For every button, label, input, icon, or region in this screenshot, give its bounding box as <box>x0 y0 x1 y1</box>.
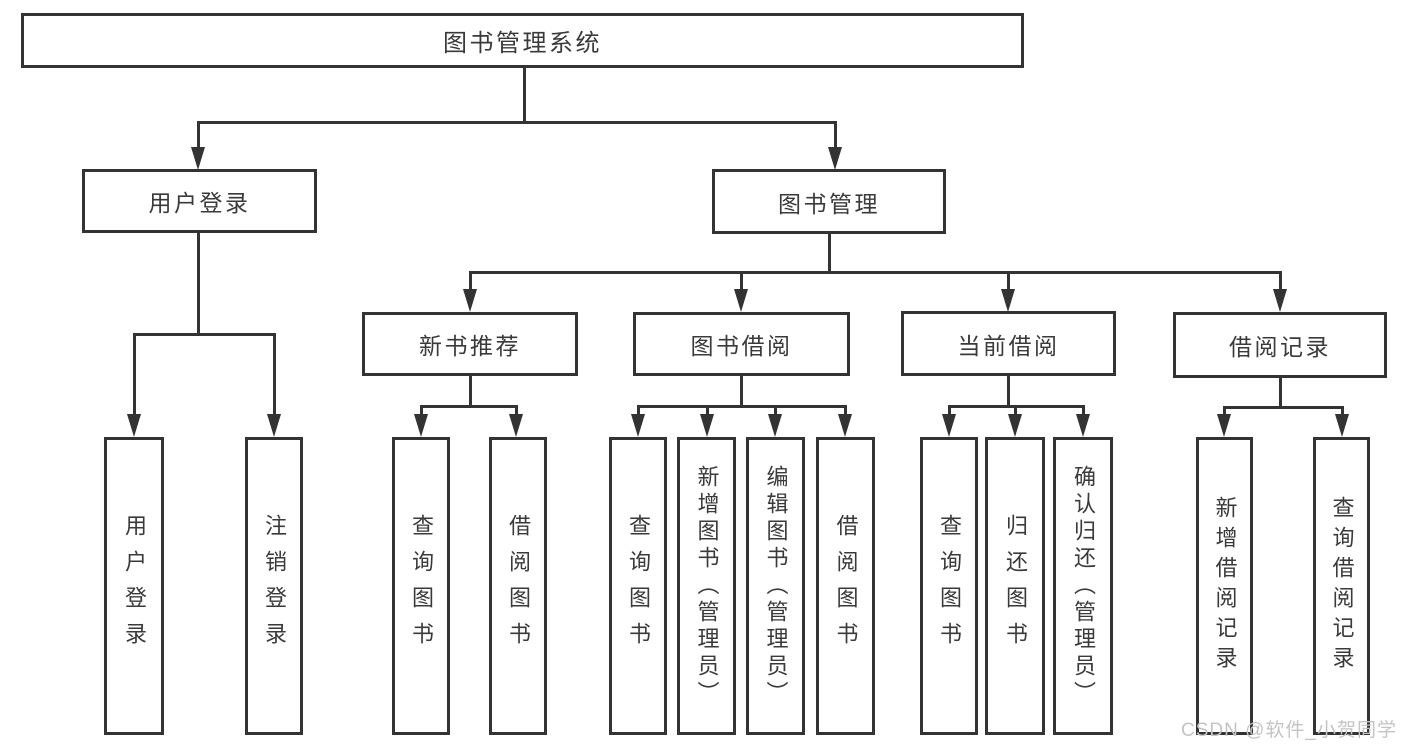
node-leaf-user-login: 用户登录 <box>104 437 164 735</box>
node-current-borrowing-label: 当前借阅 <box>957 332 1060 359</box>
arrow-down-icon <box>1273 289 1287 312</box>
connector-line <box>469 271 1282 274</box>
connector-line <box>774 405 777 416</box>
connector-line <box>1007 376 1010 408</box>
arrow-down-icon <box>1217 414 1231 437</box>
arrow-down-icon <box>267 414 281 437</box>
connector-line <box>706 405 709 416</box>
connector-line <box>637 405 640 416</box>
arrow-down-icon <box>942 414 956 437</box>
connector-line <box>420 405 423 416</box>
arrow-down-icon <box>1335 414 1349 437</box>
arrow-down-icon <box>734 289 748 312</box>
connector-line <box>420 405 517 408</box>
connector-line <box>1082 405 1085 416</box>
arrow-down-icon <box>700 414 714 437</box>
connector-line <box>828 234 831 274</box>
arrow-down-icon <box>127 414 141 437</box>
connector-line <box>515 405 518 416</box>
node-new-book-recommend-label: 新书推荐 <box>419 333 521 359</box>
node-leaf-confirm-return-admin: 确认归还（管理员） <box>1053 437 1113 735</box>
arrow-down-icon <box>1076 414 1090 437</box>
node-leaf-add-books-admin: 新增图书（管理员） <box>677 437 736 735</box>
node-book-borrowing-label: 图书借阅 <box>690 333 793 359</box>
node-leaf-borrow-books-2: 借阅图书 <box>816 437 875 735</box>
arrow-down-icon <box>1008 414 1022 437</box>
connector-line <box>637 405 846 408</box>
connector-line <box>197 233 200 336</box>
connector-line <box>133 333 275 336</box>
connector-line <box>1014 405 1017 416</box>
node-leaf-query-books-3-label: 查询图书 <box>937 514 962 658</box>
node-root-label: 图书管理系统 <box>443 30 602 57</box>
arrow-down-icon <box>191 147 205 170</box>
connector-line <box>1007 271 1010 291</box>
arrow-down-icon <box>414 414 428 437</box>
connector-line <box>197 121 200 149</box>
node-user-login-label: 用户登录 <box>148 190 251 216</box>
connector-line <box>197 121 837 124</box>
node-leaf-query-books-2-label: 查询图书 <box>626 514 651 658</box>
node-leaf-borrow-books-1-label: 借阅图书 <box>506 514 531 658</box>
connector-line <box>469 271 472 291</box>
arrow-down-icon <box>509 414 523 437</box>
arrow-down-icon <box>768 414 782 437</box>
connector-line <box>1223 406 1343 409</box>
node-leaf-query-borrow-record: 查询借阅记录 <box>1313 437 1370 735</box>
node-leaf-confirm-return-admin-label: 确认归还（管理员） <box>1071 464 1096 708</box>
node-leaf-edit-books-admin: 编辑图书（管理员） <box>746 437 805 735</box>
connector-line <box>1341 406 1344 416</box>
node-current-borrowing: 当前借阅 <box>901 311 1116 376</box>
node-leaf-edit-books-admin-label: 编辑图书（管理员） <box>763 464 789 708</box>
node-leaf-add-borrow-record-label: 新增借阅记录 <box>1212 496 1238 676</box>
node-borrowing-records: 借阅记录 <box>1173 312 1387 378</box>
connector-line <box>133 333 136 415</box>
node-root: 图书管理系统 <box>21 13 1024 68</box>
node-leaf-user-login-label: 用户登录 <box>122 514 147 658</box>
node-new-book-recommend: 新书推荐 <box>362 312 578 376</box>
node-leaf-add-books-admin-label: 新增图书（管理员） <box>694 464 720 708</box>
node-leaf-query-borrow-record-label: 查询借阅记录 <box>1329 496 1355 676</box>
node-leaf-query-books-2: 查询图书 <box>609 437 667 735</box>
node-user-login: 用户登录 <box>82 169 317 233</box>
connector-line <box>834 121 837 149</box>
arrow-down-icon <box>838 414 852 437</box>
node-book-management: 图书管理 <box>712 169 946 234</box>
node-book-management-label: 图书管理 <box>778 190 880 217</box>
node-leaf-add-borrow-record: 新增借阅记录 <box>1196 437 1253 735</box>
node-leaf-query-books-3: 查询图书 <box>920 437 978 735</box>
node-leaf-borrow-books-1: 借阅图书 <box>489 437 547 735</box>
node-leaf-borrow-books-2-label: 借阅图书 <box>833 514 859 658</box>
connector-line <box>740 271 743 291</box>
node-leaf-return-books-label: 归还图书 <box>1003 514 1028 658</box>
arrow-down-icon <box>631 414 645 437</box>
node-leaf-logout-label: 注销登录 <box>262 514 287 658</box>
arrow-down-icon <box>828 147 842 170</box>
connector-line <box>948 405 951 416</box>
connector-line <box>469 376 472 408</box>
connector-line <box>740 376 743 408</box>
connector-line <box>1223 406 1226 416</box>
connector-line <box>844 405 847 416</box>
node-borrowing-records-label: 借阅记录 <box>1229 334 1331 360</box>
node-leaf-return-books: 归还图书 <box>985 437 1045 735</box>
arrow-down-icon <box>463 289 477 312</box>
arrow-down-icon <box>1001 289 1015 312</box>
connector-line <box>1279 378 1282 409</box>
node-leaf-query-books-1: 查询图书 <box>392 437 450 735</box>
connector-line <box>523 68 526 122</box>
node-leaf-logout: 注销登录 <box>245 437 303 735</box>
watermark: CSDN @软件_小贺同学 <box>1181 720 1397 741</box>
connector-line <box>1279 271 1282 291</box>
node-book-borrowing: 图书借阅 <box>633 312 850 376</box>
connector-line <box>273 333 276 415</box>
node-leaf-query-books-1-label: 查询图书 <box>409 514 434 658</box>
